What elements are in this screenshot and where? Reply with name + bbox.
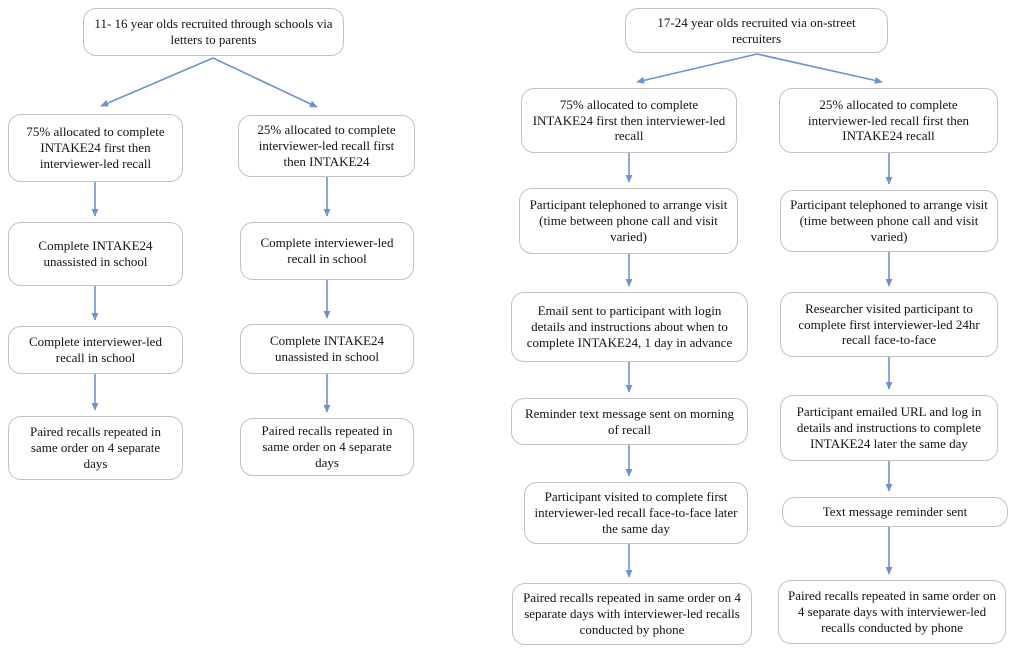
node-onstreet-allocation-75: 75% allocated to complete INTAKE24 first… [521, 88, 737, 153]
node-schools-75-step-3: Paired recalls repeated in same order on… [8, 416, 183, 480]
node-onstreet-75-step-1: Participant telephoned to arrange visit … [519, 188, 738, 254]
node-onstreet-75-step-5: Paired recalls repeated in same order on… [512, 583, 752, 645]
node-onstreet-75-step-4: Participant visited to complete first in… [524, 482, 748, 544]
node-schools-root: 11- 16 year olds recruited through schoo… [83, 8, 344, 56]
node-onstreet-25-step-1: Participant telephoned to arrange visit … [780, 190, 998, 252]
node-schools-25-step-3: Paired recalls repeated in same order on… [240, 418, 414, 476]
node-onstreet-25-step-5: Paired recalls repeated in same order on… [778, 580, 1006, 644]
node-schools-25-step-2: Complete INTAKE24 unassisted in school [240, 324, 414, 374]
node-schools-75-step-1: Complete INTAKE24 unassisted in school [8, 222, 183, 286]
node-onstreet-allocation-25: 25% allocated to complete interviewer-le… [779, 88, 998, 153]
node-schools-25-step-1: Complete interviewer-led recall in schoo… [240, 222, 414, 280]
node-onstreet-75-step-3: Reminder text message sent on morning of… [511, 398, 748, 445]
node-onstreet-25-step-3: Participant emailed URL and log in detai… [780, 395, 998, 461]
node-onstreet-25-step-2: Researcher visited participant to comple… [780, 292, 998, 357]
node-schools-allocation-25: 25% allocated to complete interviewer-le… [238, 115, 415, 177]
node-onstreet-75-step-2: Email sent to participant with login det… [511, 292, 748, 362]
node-schools-allocation-75: 75% allocated to complete INTAKE24 first… [8, 114, 183, 182]
node-onstreet-root: 17-24 year olds recruited via on-street … [625, 8, 888, 53]
node-schools-75-step-2: Complete interviewer-led recall in schoo… [8, 326, 183, 374]
node-onstreet-25-step-4: Text message reminder sent [782, 497, 1008, 527]
